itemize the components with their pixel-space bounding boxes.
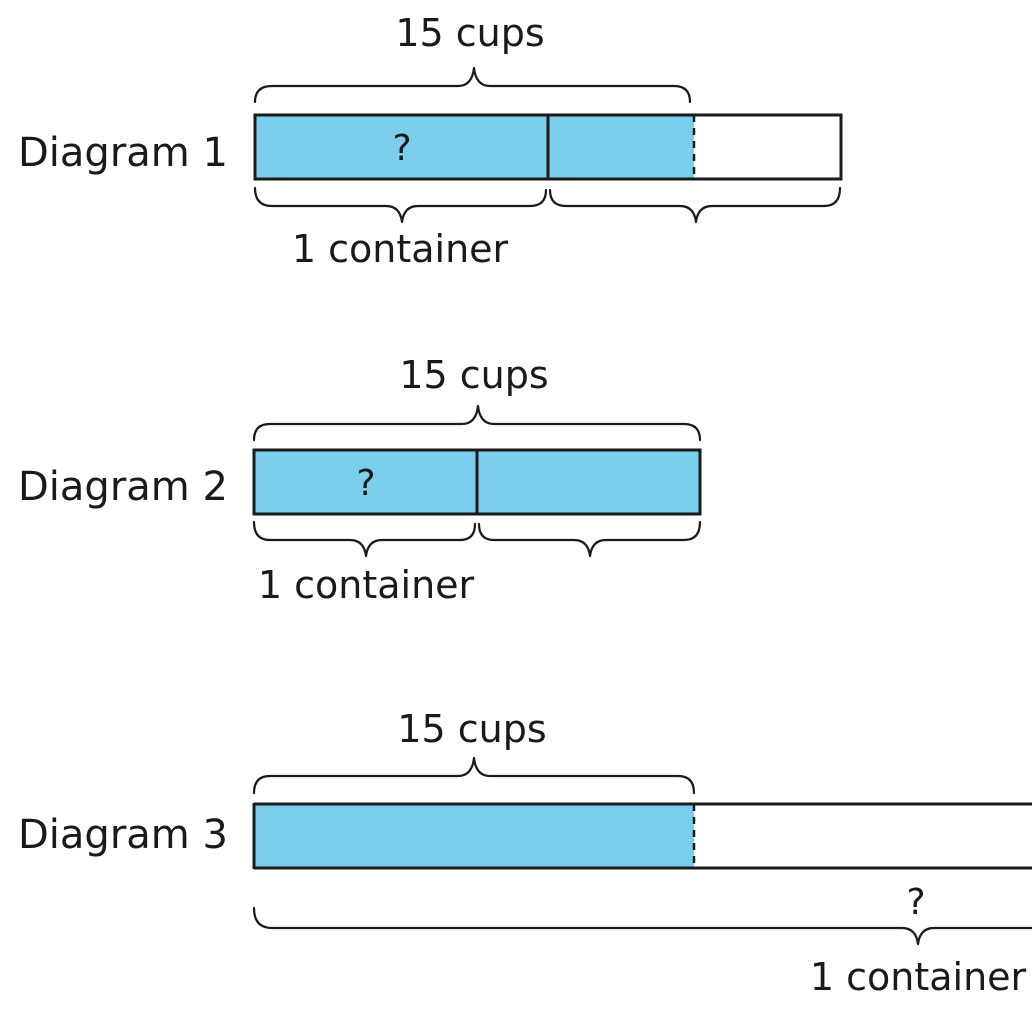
diagram-3-bottom-label: 1 container [810,955,1027,999]
diagram-3-filled-part [254,804,694,868]
diagram-2-top-brace [252,404,702,442]
diagram-3-top-brace [252,756,696,795]
diagram-2-top-label: 15 cups [399,353,548,397]
diagram-3-bottom-brace [252,906,1032,946]
diagram-1-top-brace [253,66,692,104]
diagram-3-question-mark: ? [906,882,925,923]
diagram-1-filled-part [255,115,694,179]
diagram-3: Diagram 3 15 cups ? 1 container [18,707,1032,999]
diagram-3-label: Diagram 3 [18,812,228,858]
diagram-1: Diagram 1 15 cups ? 1 container [18,11,843,271]
diagram-2-label: Diagram 2 [18,464,228,510]
diagram-2-bottom-brace-1 [252,520,477,558]
diagram-1-bottom-brace-2 [548,186,842,224]
diagram-1-question-mark: ? [392,128,411,169]
diagram-2-bottom-label: 1 container [258,563,475,607]
diagram-1-top-label: 15 cups [395,11,544,55]
diagram-2-bottom-brace-2 [477,520,702,558]
diagram-1-bottom-label: 1 container [292,227,509,271]
diagram-2-question-mark: ? [356,463,375,504]
diagram-3-top-label: 15 cups [397,707,546,751]
diagram-2: Diagram 2 15 cups ? 1 container [18,353,702,607]
diagram-1-label: Diagram 1 [18,130,228,176]
diagram-1-bottom-brace-1 [253,186,548,224]
